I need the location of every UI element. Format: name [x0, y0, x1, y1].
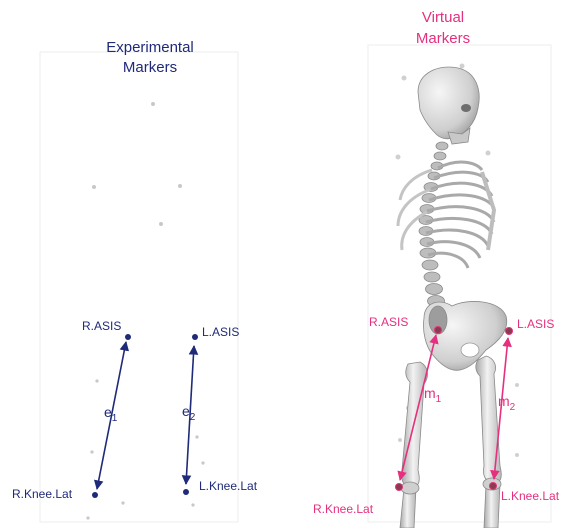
background-dot [515, 453, 519, 457]
vertebra [422, 260, 438, 270]
background-dot [195, 435, 198, 438]
left-femur [476, 356, 501, 482]
vector-m2-base: m [498, 393, 510, 409]
experimental-title-line2: Markers [123, 59, 177, 76]
vector-e1-subscript: 1 [112, 413, 118, 424]
experimental-title-line1: Experimental [106, 39, 194, 56]
vertebra [424, 272, 440, 282]
background-dot [515, 383, 519, 387]
vector-e2-subscript: 2 [190, 412, 196, 423]
rib [438, 162, 482, 170]
background-dot [95, 379, 98, 382]
experimental-l-knee-label: L.Knee.Lat [199, 479, 258, 493]
background-dot [486, 151, 491, 156]
vector-m1-base: m [424, 385, 436, 401]
vector-e1-label: e1 [104, 404, 118, 424]
background-dot [191, 503, 194, 506]
vertebra [436, 142, 448, 150]
vector-m2-subscript: 2 [510, 402, 516, 413]
background-dot [398, 438, 402, 442]
experimental-r-asis-marker [125, 334, 131, 340]
background-dot [460, 64, 465, 69]
vector-m1-subscript: 1 [436, 394, 442, 405]
vertebra [434, 152, 446, 160]
background-dot [396, 155, 401, 160]
experimental-r-asis-label: R.ASIS [82, 319, 121, 333]
experimental-r-knee-marker [92, 492, 98, 498]
left-tibia [484, 484, 500, 528]
experimental-panel: Experimental Markers R.ASIS L.ASIS R.Kne… [12, 39, 258, 522]
experimental-capture-box [40, 52, 238, 522]
virtual-l-knee-label: L.Knee.Lat [501, 489, 560, 503]
rib [434, 172, 488, 182]
experimental-l-asis-label: L.ASIS [202, 325, 239, 339]
experimental-l-asis-marker [192, 334, 198, 340]
experimental-r-knee-label: R.Knee.Lat [12, 487, 73, 501]
virtual-title-line1: Virtual [422, 9, 464, 26]
virtual-l-asis-label: L.ASIS [517, 317, 554, 331]
virtual-r-asis-marker [435, 327, 442, 334]
obturator-foramen [461, 343, 479, 357]
eye-socket [461, 104, 471, 112]
background-dot [178, 184, 182, 188]
right-knee-joint [401, 482, 419, 494]
background-dot [201, 461, 204, 464]
ribcage [398, 162, 494, 268]
background-dot [90, 450, 93, 453]
experimental-l-knee-marker [183, 489, 189, 495]
virtual-r-asis-label: R.ASIS [369, 315, 408, 329]
background-dot [402, 76, 407, 81]
virtual-r-knee-marker [396, 484, 403, 491]
vector-e2-label: e2 [182, 403, 196, 423]
vector-e1-base: e [104, 404, 112, 420]
background-dot [159, 222, 163, 226]
background-dot [92, 185, 96, 189]
virtual-l-asis-marker [506, 328, 513, 335]
vector-e2-base: e [182, 403, 190, 419]
virtual-r-knee-label: R.Knee.Lat [313, 502, 374, 516]
virtual-l-knee-marker [490, 483, 497, 490]
virtual-title-line2: Markers [416, 30, 470, 47]
vertebra [426, 284, 443, 295]
vector-m1-label: m1 [424, 385, 442, 405]
skeleton-illustration [398, 67, 507, 528]
background-dot [121, 501, 124, 504]
background-dot [86, 516, 89, 519]
virtual-panel: Virtual Markers [313, 9, 560, 528]
background-dot [151, 102, 155, 106]
